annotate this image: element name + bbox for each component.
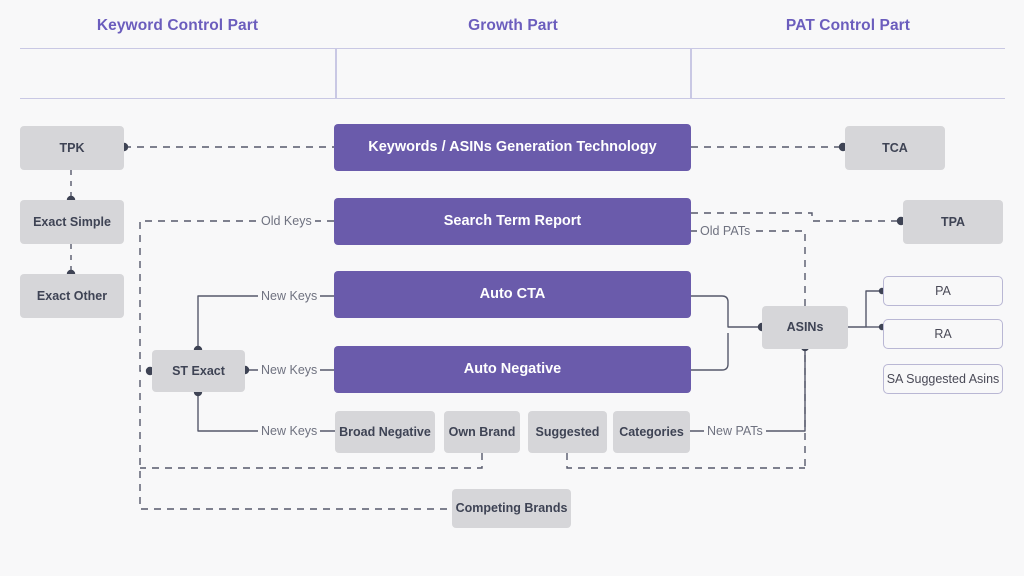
node-suggested[interactable]: Suggested: [528, 411, 607, 453]
node-own-brand[interactable]: Own Brand: [444, 411, 520, 453]
node-st-exact[interactable]: ST Exact: [152, 350, 245, 392]
header-column-growth-part: Growth Part: [468, 16, 558, 34]
node-sa-suggested-asins[interactable]: SA Suggested Asins: [883, 364, 1003, 394]
edge-label-new-keys-auto-cta: New Keys: [258, 288, 321, 304]
header-divider-2: [690, 48, 692, 99]
node-exact-other[interactable]: Exact Other: [20, 274, 124, 318]
node-categories[interactable]: Categories: [613, 411, 690, 453]
node-search-term-report[interactable]: Search Term Report: [334, 198, 691, 245]
node-auto-cta[interactable]: Auto CTA: [334, 271, 691, 318]
node-keywords-asins-generation-technology[interactable]: Keywords / ASINs Generation Technology: [334, 124, 691, 171]
node-exact-simple[interactable]: Exact Simple: [20, 200, 124, 244]
header-band: [20, 48, 1005, 99]
header-divider-1: [335, 48, 337, 99]
edge-label-old-pats: Old PATs: [697, 223, 754, 239]
node-competing-brands[interactable]: Competing Brands: [452, 489, 571, 528]
header-column-pat-control-part: PAT Control Part: [785, 16, 911, 34]
edge-label-new-keys-broad-negative: New Keys: [258, 423, 321, 439]
edge-label-new-pats: New PATs: [704, 423, 766, 439]
node-broad-negative[interactable]: Broad Negative: [335, 411, 435, 453]
node-tpa[interactable]: TPA: [903, 200, 1003, 244]
node-tpk[interactable]: TPK: [20, 126, 124, 170]
node-ra[interactable]: RA: [883, 319, 1003, 349]
node-auto-negative[interactable]: Auto Negative: [334, 346, 691, 393]
edge-label-old-keys: Old Keys: [258, 213, 315, 229]
node-tca[interactable]: TCA: [845, 126, 945, 170]
edge-label-new-keys-auto-negative: New Keys: [258, 362, 321, 378]
node-asins[interactable]: ASINs: [762, 306, 848, 349]
node-pa[interactable]: PA: [883, 276, 1003, 306]
header-column-keyword-control-part: Keyword Control Part: [96, 16, 259, 34]
